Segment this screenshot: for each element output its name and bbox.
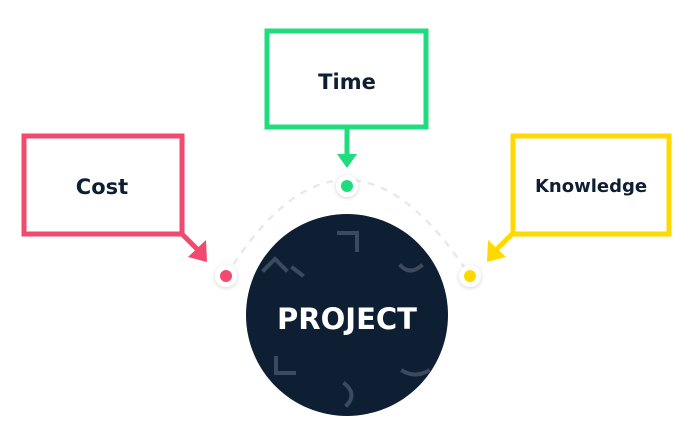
time-arrow-head	[337, 154, 357, 168]
cost-arrow-line	[179, 231, 199, 251]
time-anchor-dot	[336, 175, 358, 197]
knowledge-node: Knowledge	[487, 133, 672, 262]
time-node: Time	[264, 28, 429, 168]
cost-label: Cost	[76, 175, 128, 199]
project-label: PROJECT	[277, 302, 417, 336]
knowledge-anchor-dot	[459, 265, 481, 287]
time-box	[264, 28, 429, 130]
cost-box	[21, 133, 185, 237]
knowledge-label: Knowledge	[535, 176, 647, 197]
cost-anchor-dot	[215, 265, 237, 287]
project-circle: PROJECT	[246, 214, 448, 416]
cost-node: Cost	[21, 133, 207, 262]
circle-decorations	[261, 231, 431, 408]
time-label: Time	[318, 70, 376, 94]
knowledge-arrow-line	[495, 231, 515, 251]
knowledge-arrow-head	[487, 240, 506, 262]
knowledge-box	[510, 133, 672, 237]
cost-arrow-head	[188, 240, 207, 262]
